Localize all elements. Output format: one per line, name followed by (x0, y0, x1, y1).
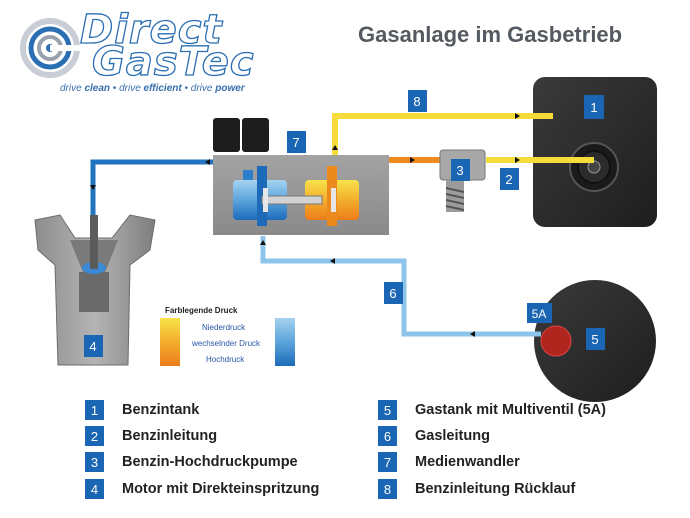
legend-item-5: 5 Gastank mit Multiventil (5A) (378, 399, 606, 421)
svg-text:8: 8 (413, 94, 420, 109)
legend-label: Benzintank (122, 402, 200, 418)
badge-3: 3 (451, 159, 470, 181)
legend-label: Medienwandler (415, 454, 520, 470)
legend-label: Benzinleitung Rücklauf (415, 481, 576, 497)
svg-text:5: 5 (591, 332, 598, 347)
legend-number: 5 (378, 400, 397, 420)
pressure-legend-high: Hochdruck (206, 355, 245, 364)
engine (34, 214, 156, 366)
legend-item-8: 8 Benzinleitung Rücklauf (378, 478, 575, 500)
badge-5: 5 (586, 328, 605, 350)
legend-label: Gasleitung (415, 428, 490, 444)
legend-item-3: 3 Benzin-Hochdruckpumpe (85, 451, 298, 473)
badge-6: 6 (384, 282, 403, 304)
media-converter (213, 118, 389, 235)
svg-text:2: 2 (505, 172, 512, 187)
svg-text:6: 6 (389, 286, 396, 301)
svg-text:4: 4 (89, 339, 96, 354)
badge-4: 4 (84, 335, 103, 357)
logo-line-1: Direct (79, 7, 223, 53)
page-title: Gasanlage im Gasbetrieb (358, 22, 623, 47)
pressure-legend-mid: wechselnder Druck (192, 339, 261, 348)
legend-label: Benzin-Hochdruckpumpe (122, 454, 298, 470)
legend-number: 3 (85, 452, 104, 472)
legend-number: 2 (85, 426, 104, 446)
logo-wordmark: Direct GasTec (79, 9, 255, 85)
legend-number: 7 (378, 452, 397, 472)
legend-label: Motor mit Direkteinspritzung (122, 481, 320, 497)
svg-text:7: 7 (292, 135, 299, 150)
badge-5a: 5A (527, 303, 552, 323)
logo-swirl-icon (20, 18, 90, 78)
flow-arrows (90, 113, 520, 337)
legend-label: Gastank mit Multiventil (5A) (415, 402, 606, 418)
legend-number: 8 (378, 479, 397, 499)
legend-number: 1 (85, 400, 104, 420)
svg-text:5A: 5A (532, 307, 547, 321)
logo-line-2: GasTec (91, 39, 255, 85)
legend-item-4: 4 Motor mit Direkteinspritzung (85, 478, 319, 500)
pressure-bar-cool (275, 318, 295, 366)
badge-1: 1 (584, 95, 604, 119)
logo-tagline: drive clean • drive efficient • drive po… (60, 83, 245, 94)
legend-number: 4 (85, 479, 104, 499)
petrol-tank (533, 77, 657, 227)
legend-item-7: 7 Medienwandler (378, 451, 520, 473)
badge-8: 8 (408, 90, 427, 112)
legend-item-1: 1 Benzintank (85, 399, 199, 421)
legend-number: 6 (378, 426, 397, 446)
svg-text:1: 1 (590, 100, 597, 115)
badge-2: 2 (500, 168, 519, 190)
legend-item-6: 6 Gasleitung (378, 425, 490, 447)
pressure-bar-warm (160, 318, 180, 366)
legend-item-2: 2 Benzinleitung (85, 425, 217, 447)
legend-label: Benzinleitung (122, 428, 218, 444)
pressure-legend-title: Farblegende Druck (165, 306, 238, 315)
pressure-legend-low: Niederdruck (202, 323, 246, 332)
svg-text:3: 3 (456, 163, 463, 178)
gas-line (260, 236, 541, 337)
badge-7: 7 (287, 131, 306, 153)
